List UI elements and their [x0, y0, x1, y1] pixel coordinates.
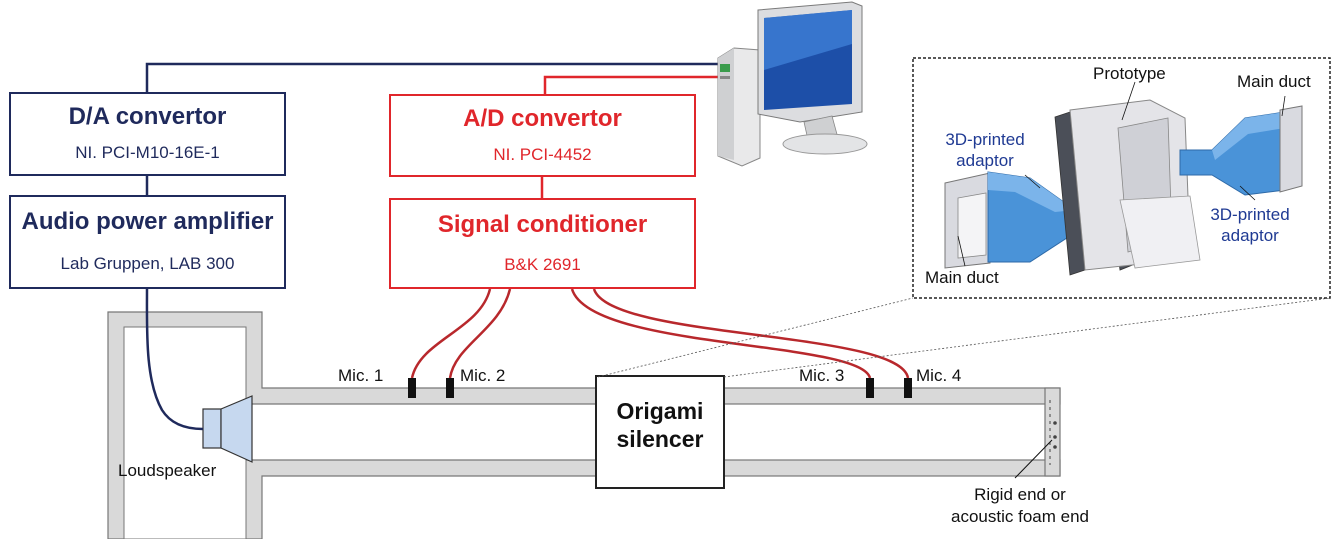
signal-conditioner-title: Signal conditioner [437, 211, 648, 238]
mic-4-sensor [904, 378, 912, 398]
adaptor-left-line-2: adaptor [956, 151, 1014, 170]
main-duct-top-label: Main duct [1237, 72, 1311, 91]
origami-silencer-box [595, 375, 725, 489]
end-label-line-1: Rigid end or [974, 485, 1066, 504]
adaptor-right-line-2: adaptor [1221, 226, 1279, 245]
origami-silencer-label: Origami silencer [596, 397, 724, 453]
prototype-illustration [944, 81, 1303, 276]
silencer-line-1: Origami [616, 398, 704, 424]
end-label-pointer [1014, 439, 1053, 479]
mic-2-label: Mic. 2 [460, 366, 506, 385]
computer-icon [717, 1, 868, 167]
amplifier-title: Audio power amplifier [21, 208, 274, 235]
mic-1-sensor [408, 378, 416, 398]
prototype-label: Prototype [1093, 64, 1166, 83]
microphone-cables [410, 288, 910, 379]
duct-end-label: Rigid end or acoustic foam end [925, 484, 1115, 528]
da-convertor-model: NI. PCI-M10-16E-1 [75, 143, 220, 162]
ad-convertor-model: NI. PCI-4452 [493, 145, 592, 164]
signal-conditioner-box: Signal conditioner B&K 2691 [389, 198, 696, 289]
adaptor-left-label: 3D-printed adaptor [935, 129, 1035, 171]
silencer-line-2: silencer [616, 426, 704, 452]
ad-convertor-title: A/D convertor [463, 105, 622, 132]
mic-2-sensor [446, 378, 454, 398]
mic-4-label: Mic. 4 [916, 366, 962, 385]
computer-to-ad-cable [543, 75, 722, 94]
loudspeaker-label: Loudspeaker [118, 461, 217, 480]
amplifier-to-loudspeaker-cable [145, 287, 204, 431]
end-label-line-2: acoustic foam end [951, 507, 1089, 526]
ad-convertor-box: A/D convertor NI. PCI-4452 [389, 94, 696, 177]
main-duct-bottom-label: Main duct [925, 268, 999, 287]
adaptor-left-line-1: 3D-printed [945, 130, 1025, 149]
adaptor-right-line-1: 3D-printed [1210, 205, 1290, 224]
mic-1-label: Mic. 1 [338, 366, 384, 385]
amplifier-box: Audio power amplifier Lab Gruppen, LAB 3… [9, 195, 286, 289]
loudspeaker-icon [202, 395, 253, 463]
mic-3-label: Mic. 3 [799, 366, 845, 385]
microphone-sensors [408, 378, 912, 398]
computer-to-da-cable [145, 62, 735, 92]
da-convertor-box: D/A convertor NI. PCI-M10-16E-1 [9, 92, 286, 176]
amplifier-model: Lab Gruppen, LAB 300 [60, 254, 235, 273]
signal-conditioner-model: B&K 2691 [504, 255, 581, 274]
adaptor-right-label: 3D-printed adaptor [1200, 204, 1300, 246]
da-convertor-title: D/A convertor [68, 103, 227, 130]
mic-3-sensor [866, 378, 874, 398]
